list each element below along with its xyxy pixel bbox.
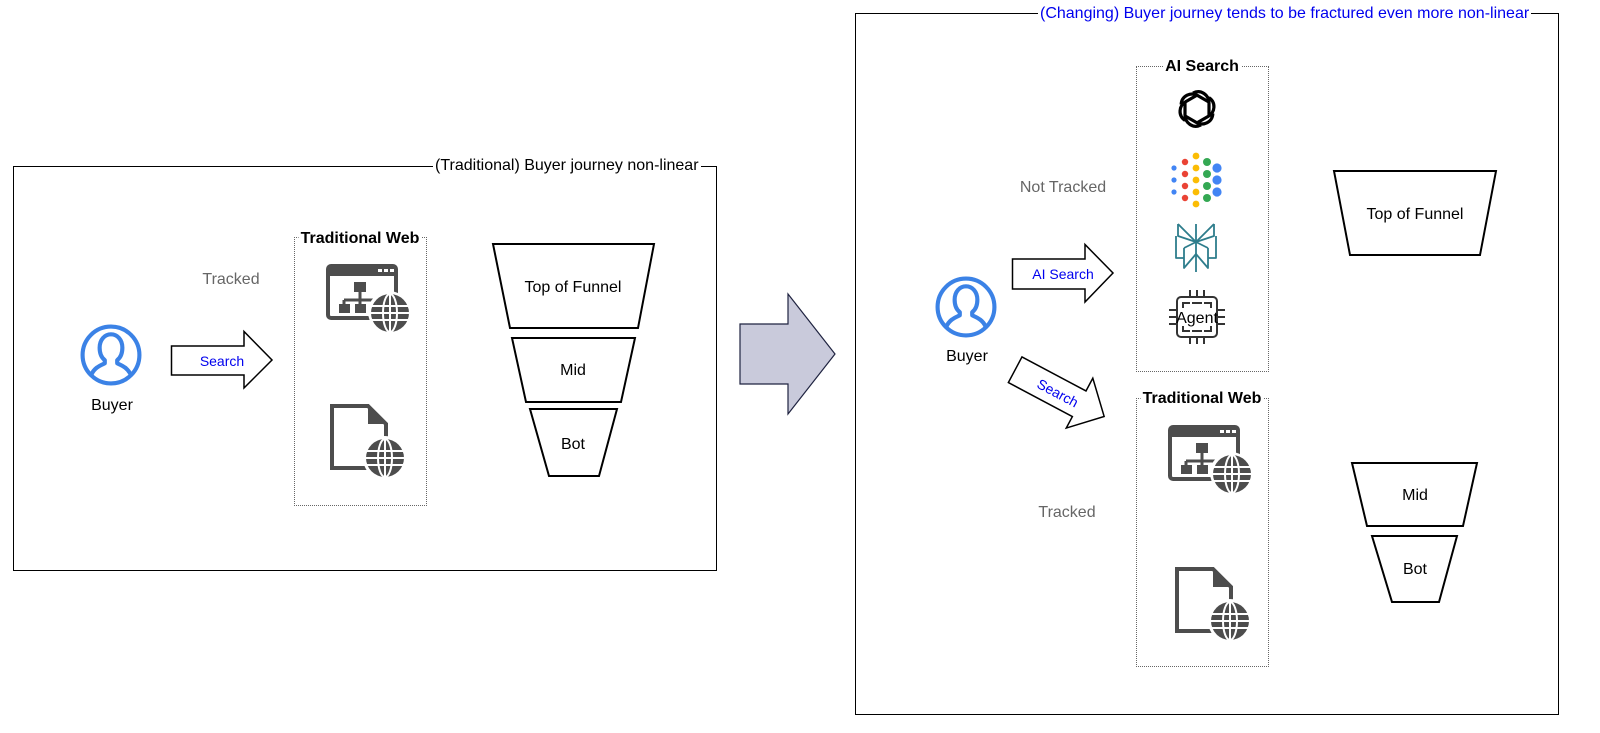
web-document-globe-icon (328, 402, 408, 482)
traditional-journey-frame (13, 166, 717, 571)
funnel-right-top: Top of Funnel (1332, 170, 1498, 256)
ai-search-arrow-label: AI Search (1032, 266, 1093, 282)
agent-chip-icon: Agent (1169, 290, 1225, 344)
funnel-top-label: Top of Funnel (525, 279, 622, 296)
ai-search-arrow: AI Search (1011, 242, 1115, 304)
google-gemini-dots-icon (1171, 152, 1222, 208)
buyer-label: Buyer (946, 348, 988, 365)
website-sitemap-globe-icon (326, 264, 411, 334)
tracked-label: Tracked (202, 271, 260, 288)
search-arrow-label: Search (200, 353, 244, 369)
right-arrow-icon (739, 292, 836, 416)
traditional-web-title: Traditional Web (298, 230, 422, 248)
funnel-left: Top of Funnel Mid Bot (491, 243, 656, 477)
buyer-icon (80, 324, 142, 386)
funnel-bot-stage (528, 408, 619, 477)
funnel-mid-label: Mid (560, 362, 586, 379)
traditional-journey-title: (Traditional) Buyer journey non-linear (433, 157, 701, 175)
funnel-top-stage (491, 243, 656, 329)
funnel-top-label: Top of Funnel (1367, 206, 1464, 223)
funnel-top-stage (1332, 170, 1498, 256)
web-document-globe-icon (1173, 565, 1253, 645)
funnel-mid-label: Mid (1402, 487, 1428, 504)
search-arrow: Search (170, 329, 274, 390)
funnel-mid-stage (1350, 462, 1479, 527)
website-sitemap-globe-icon (1168, 425, 1253, 495)
tracked-label: Tracked (1038, 504, 1096, 521)
changing-journey-title: (Changing) Buyer journey tends to be fra… (1038, 5, 1532, 23)
ai-search-title: AI Search (1163, 58, 1241, 76)
funnel-right-bottom: Mid Bot (1350, 462, 1479, 603)
buyer-label: Buyer (91, 397, 133, 414)
not-tracked-label: Not Tracked (1019, 179, 1107, 196)
agent-chip-label: Agent (1176, 310, 1218, 327)
funnel-bot-stage (1370, 535, 1459, 603)
traditional-web-title: Traditional Web (1140, 390, 1264, 408)
perplexity-logo-icon (1175, 223, 1217, 272)
funnel-bot-label: Bot (561, 436, 586, 453)
openai-logo-icon (1178, 90, 1216, 128)
buyer-icon (935, 276, 997, 338)
funnel-bot-label: Bot (1403, 561, 1428, 578)
search-arrow-diagonal: Search (1007, 355, 1106, 430)
funnel-mid-stage (510, 337, 637, 403)
